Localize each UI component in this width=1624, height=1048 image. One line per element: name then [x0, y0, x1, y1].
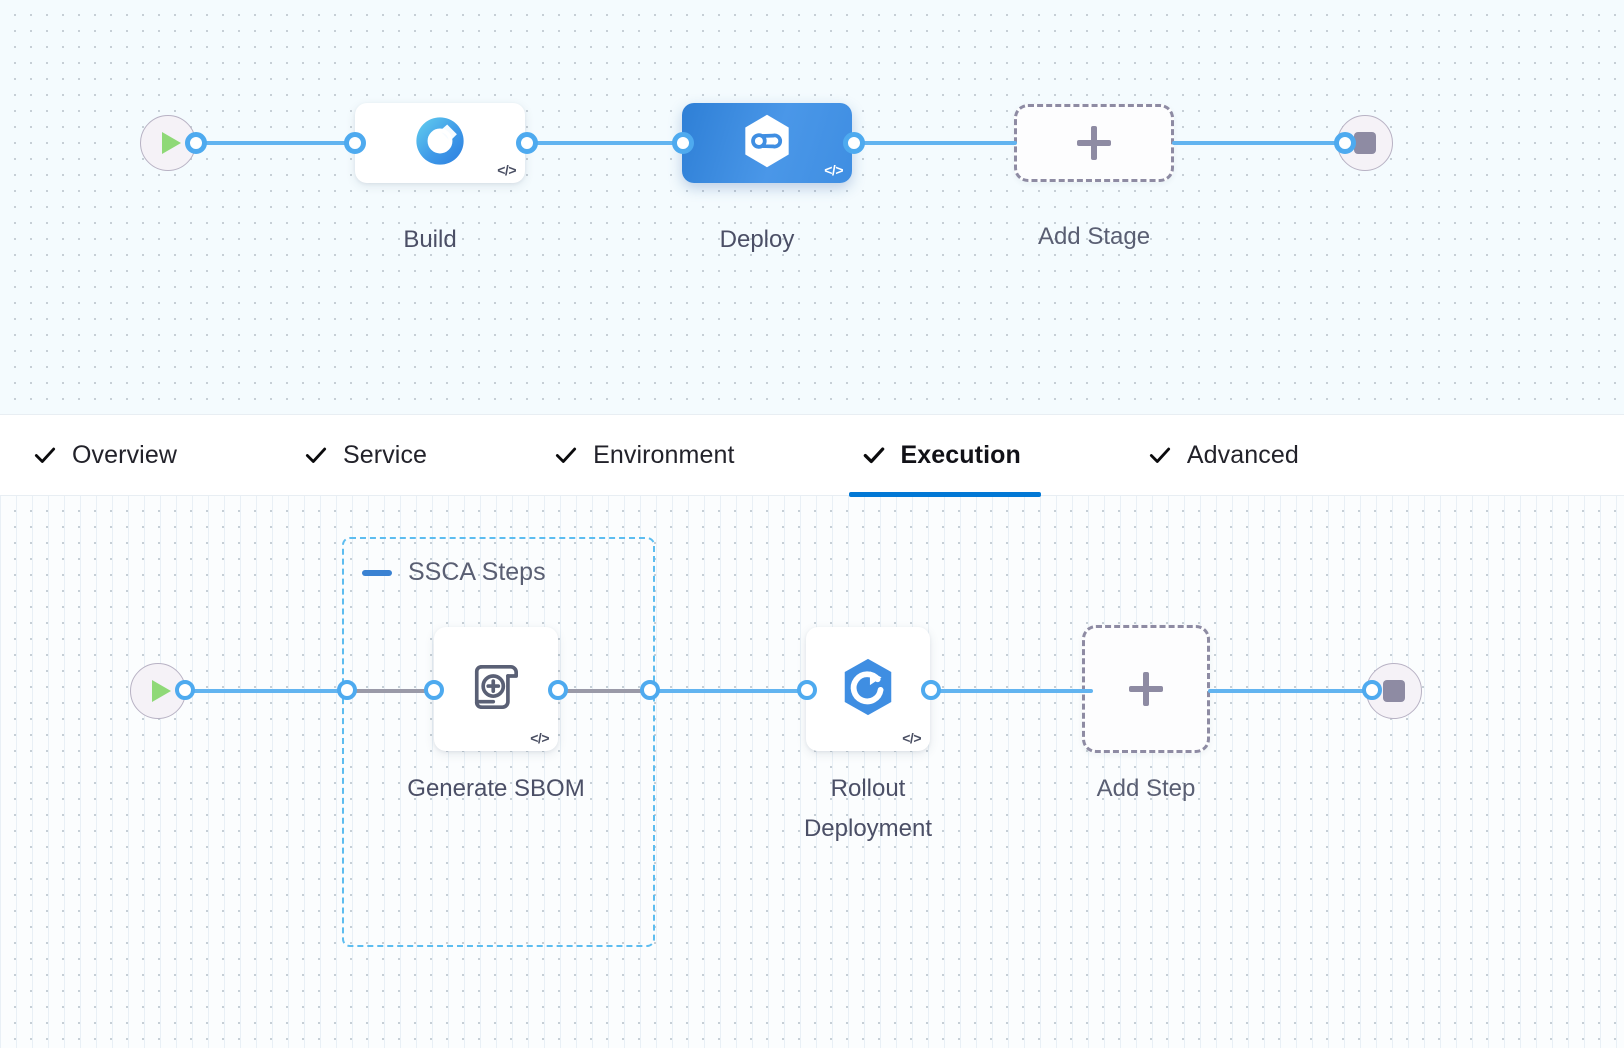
minus-icon[interactable]	[362, 569, 392, 576]
stage-card-build[interactable]: </>	[355, 103, 525, 183]
check-icon	[32, 442, 58, 468]
plus-icon	[1129, 672, 1163, 706]
edge-rollout-to-addstep	[928, 689, 1093, 693]
edge-start-to-build	[196, 141, 361, 145]
tab-execution[interactable]: Execution	[848, 414, 1042, 497]
step-group-title: SSCA Steps	[408, 558, 546, 586]
stop-icon	[1354, 132, 1376, 154]
step-label-rollout-deployment: Rollout Deployment	[803, 775, 933, 842]
step-node-generate-sbom-card[interactable]: </>	[434, 627, 558, 751]
tab-label: Service	[343, 440, 428, 469]
deploy-input-port[interactable]	[672, 132, 694, 154]
stage-node-deploy[interactable]: </>	[682, 103, 852, 183]
rollout-output-port[interactable]	[921, 680, 941, 700]
tab-label: Overview	[72, 440, 177, 469]
add-step-label: Add Step	[1096, 775, 1196, 802]
plus-icon	[1077, 126, 1111, 160]
check-icon	[553, 442, 579, 468]
step-card-generate-sbom[interactable]: </>	[434, 627, 558, 751]
sbom-scroll-plus-icon	[463, 654, 529, 725]
play-icon	[151, 680, 171, 702]
edge-addstep-to-end	[1208, 689, 1373, 693]
sbom-input-port[interactable]	[424, 680, 444, 700]
step-node-rollout-deployment[interactable]: </>	[806, 627, 930, 751]
stage-config-tabbar: Overview Service Environment Execution A	[0, 414, 1624, 497]
stop-icon	[1383, 680, 1405, 702]
stage-label-deploy: Deploy	[719, 226, 795, 253]
stage-node-build[interactable]: </>	[355, 103, 525, 183]
edge-group-out-dashed	[560, 689, 652, 693]
tab-service[interactable]: Service	[299, 414, 431, 496]
end-input-port[interactable]	[1334, 132, 1356, 154]
tab-advanced[interactable]: Advanced	[1143, 414, 1303, 496]
group-exit-port[interactable]	[640, 680, 660, 700]
sbom-output-port[interactable]	[548, 680, 568, 700]
step-group-header[interactable]: SSCA Steps	[362, 560, 546, 585]
harness-cd-deploy-icon	[741, 113, 793, 174]
add-step-node[interactable]	[1082, 625, 1210, 753]
tab-environment[interactable]: Environment	[549, 414, 738, 496]
step-code-badge[interactable]: </>	[530, 730, 549, 746]
tab-overview[interactable]: Overview	[28, 414, 181, 496]
step-group-ssca[interactable]	[342, 537, 655, 947]
rollout-input-port[interactable]	[797, 680, 817, 700]
edge-build-to-deploy	[527, 141, 693, 145]
add-stage-button[interactable]	[1014, 104, 1174, 182]
add-stage-node[interactable]	[1014, 104, 1174, 182]
check-icon	[1147, 442, 1173, 468]
edge-start-to-group	[185, 689, 348, 693]
execution-end-input-port[interactable]	[1362, 680, 1382, 700]
build-input-port[interactable]	[344, 132, 366, 154]
tab-label: Environment	[593, 440, 735, 469]
stages-canvas[interactable]: </> Build </> Deploy	[0, 0, 1624, 414]
play-icon	[161, 132, 181, 154]
tab-label: Execution	[900, 440, 1021, 469]
step-card-rollout-deployment[interactable]: </>	[806, 627, 930, 751]
tab-label: Advanced	[1186, 440, 1299, 469]
step-label-generate-sbom: Generate SBOM	[407, 775, 585, 802]
stage-code-badge[interactable]: </>	[824, 162, 843, 178]
build-output-port[interactable]	[516, 132, 538, 154]
edge-group-to-rollout	[650, 689, 815, 693]
deploy-output-port[interactable]	[843, 132, 865, 154]
execution-start-output-port[interactable]	[175, 680, 195, 700]
rollout-hexagon-icon	[837, 656, 899, 723]
harness-ci-build-icon	[413, 114, 467, 173]
edge-group-in-dashed	[350, 689, 436, 693]
step-code-badge[interactable]: </>	[902, 730, 921, 746]
add-stage-label: Add Stage	[1037, 223, 1151, 250]
start-output-port[interactable]	[185, 132, 207, 154]
add-step-button[interactable]	[1082, 625, 1210, 753]
edge-addstage-to-end	[1172, 141, 1352, 145]
execution-steps-canvas[interactable]: SSCA Steps	[0, 496, 1624, 1048]
stage-code-badge[interactable]: </>	[497, 162, 516, 178]
edge-deploy-to-addstage	[851, 141, 1017, 145]
stage-label-build: Build	[403, 226, 457, 253]
check-icon	[303, 442, 329, 468]
group-entry-port[interactable]	[337, 680, 357, 700]
stage-card-deploy[interactable]: </>	[682, 103, 852, 183]
check-icon	[861, 442, 887, 468]
